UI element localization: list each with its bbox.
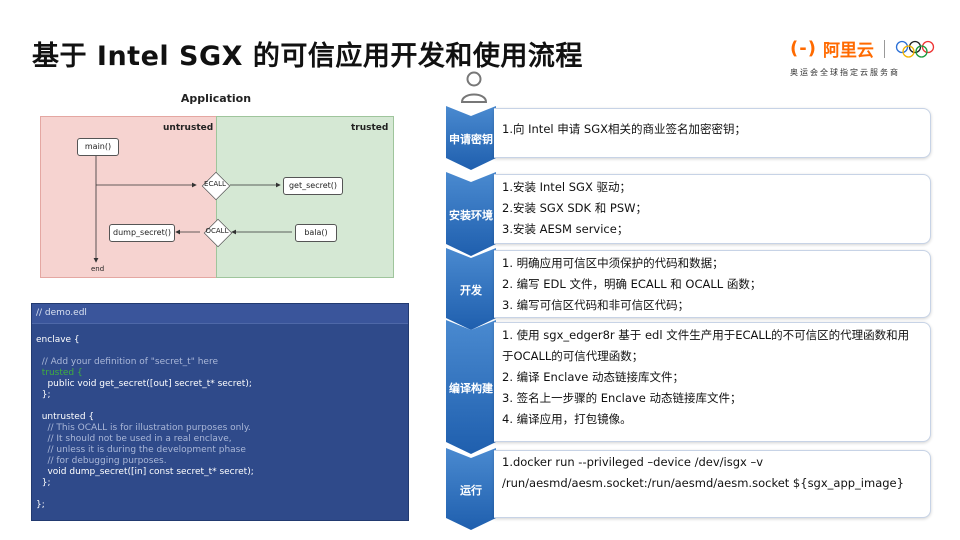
code-line: // It should not be used in a real encla… <box>36 434 232 444</box>
untrusted-zone: untrusted <box>40 116 218 278</box>
step-label: 运行 <box>460 484 482 497</box>
code-line: trusted { <box>36 368 83 378</box>
step-label: 编译构建 <box>449 382 493 395</box>
code-line: // Add your definition of "secret_t" her… <box>36 357 218 367</box>
code-line: // for debugging purposes. <box>36 456 167 466</box>
get-secret-node: get_secret() <box>283 177 343 195</box>
ocall-label: OCALL <box>205 227 229 235</box>
code-line <box>32 489 408 500</box>
code-lines: enclave { // Add your definition of "sec… <box>32 324 408 511</box>
step-chevron <box>446 172 496 256</box>
step-line: 1. 明确应用可信区中须保护的代码和数据； <box>502 256 724 270</box>
step-chevron-label-wrap: 编译构建 <box>446 320 496 454</box>
diagram-title: Application <box>180 92 252 105</box>
main-node: main() <box>77 138 119 156</box>
step-line: 3.安装 AESM service； <box>502 222 629 236</box>
step-card: 1.向 Intel 申请 SGX相关的商业签名加密密钥； <box>494 108 931 158</box>
dump-secret-node: dump_secret() <box>109 224 175 242</box>
ecall-gate: ECALL <box>201 171 231 201</box>
step-label: 开发 <box>460 284 482 297</box>
logo-divider <box>883 39 885 58</box>
aliyun-logo: (-) 阿里云 奥运会全球指定云服务商 <box>790 36 940 84</box>
code-line: // This OCALL is for illustration purpos… <box>36 423 251 433</box>
page-title: 基于 Intel SGX 的可信应用开发和使用流程 <box>32 41 583 72</box>
code-line <box>32 401 408 412</box>
code-line <box>32 324 408 335</box>
code-line: }; <box>36 478 51 488</box>
step-card: 1. 明确应用可信区中须保护的代码和数据； 2. 编写 EDL 文件，明确 ECA… <box>494 250 931 318</box>
untrusted-label: untrusted <box>163 123 214 133</box>
step-line: 1.docker run --privileged –device /dev/i… <box>502 455 764 469</box>
step-label: 安装环境 <box>449 209 493 222</box>
step-card: 1.docker run --privileged –device /dev/i… <box>494 450 931 518</box>
code-line: }; <box>36 500 45 510</box>
step-chevron-label-wrap: 申请密钥 <box>446 106 496 170</box>
code-line: untrusted { <box>36 412 95 422</box>
step-chevron <box>446 106 496 170</box>
step-label: 申请密钥 <box>449 133 493 146</box>
step-card: 1. 使用 sgx_edger8r 基于 edl 文件生产用于ECALL的不可信… <box>494 322 931 442</box>
step-line: 2.安装 SGX SDK 和 PSW； <box>502 201 647 215</box>
step-line: 1.安装 Intel SGX 驱动； <box>502 180 631 194</box>
ocall-gate: OCALL <box>203 218 233 248</box>
step-line: 2. 编写 EDL 文件，明确 ECALL 和 OCALL 函数； <box>502 277 762 291</box>
step-line: 于OCALL的可信代理函数； <box>502 349 644 363</box>
logo-subtitle: 奥运会全球指定云服务商 <box>790 68 900 77</box>
olympic-rings-icon <box>895 40 935 58</box>
step-line: 1.向 Intel 申请 SGX相关的商业签名加密密钥； <box>502 122 746 136</box>
step-line: 4. 编译应用，打包镜像。 <box>502 412 632 426</box>
step-line: 1. 使用 sgx_edger8r 基于 edl 文件生产用于ECALL的不可信… <box>502 328 910 342</box>
step-line: 3. 签名上一步骤的 Enclave 动态链接库文件； <box>502 391 742 405</box>
step-chevron <box>446 320 496 454</box>
code-line: enclave { <box>36 335 80 345</box>
step-line: 2. 编译 Enclave 动态链接库文件； <box>502 370 684 384</box>
code-line: void dump_secret([in] const secret_t* se… <box>36 467 254 477</box>
step-chevron-label-wrap: 开发 <box>446 248 496 330</box>
aliyun-logo-mark: (-) <box>790 38 817 59</box>
code-header: // demo.edl <box>32 304 408 324</box>
trusted-label: trusted <box>351 123 389 133</box>
edl-code-block: // demo.edl enclave { // Add your defini… <box>31 303 409 521</box>
step-line: 3. 编写可信区代码和非可信区代码； <box>502 298 690 312</box>
step-chevron-label-wrap: 安装环境 <box>446 172 496 256</box>
aliyun-logo-name: 阿里云 <box>822 41 874 61</box>
ecall-label: ECALL <box>204 180 226 188</box>
trusted-zone: trusted <box>216 116 394 278</box>
application-diagram: Application untrusted trusted main() get… <box>40 90 394 280</box>
code-line: }; <box>36 390 51 400</box>
user-icon <box>460 71 488 103</box>
code-line <box>32 346 408 357</box>
diagram-connectors <box>93 154 292 263</box>
end-label: end <box>91 265 105 273</box>
step-chevron <box>446 448 496 530</box>
code-line: public void get_secret([out] secret_t* s… <box>36 379 252 389</box>
code-line: // unless it is during the development p… <box>36 445 246 455</box>
step-line: /run/aesmd/aesm.socket:/run/aesmd/aesm.s… <box>502 476 904 490</box>
step-chevron-label-wrap: 运行 <box>446 448 496 530</box>
step-card: 1.安装 Intel SGX 驱动； 2.安装 SGX SDK 和 PSW； 3.安… <box>494 174 931 244</box>
step-chevron <box>446 248 496 330</box>
bala-node: bala() <box>295 224 337 242</box>
